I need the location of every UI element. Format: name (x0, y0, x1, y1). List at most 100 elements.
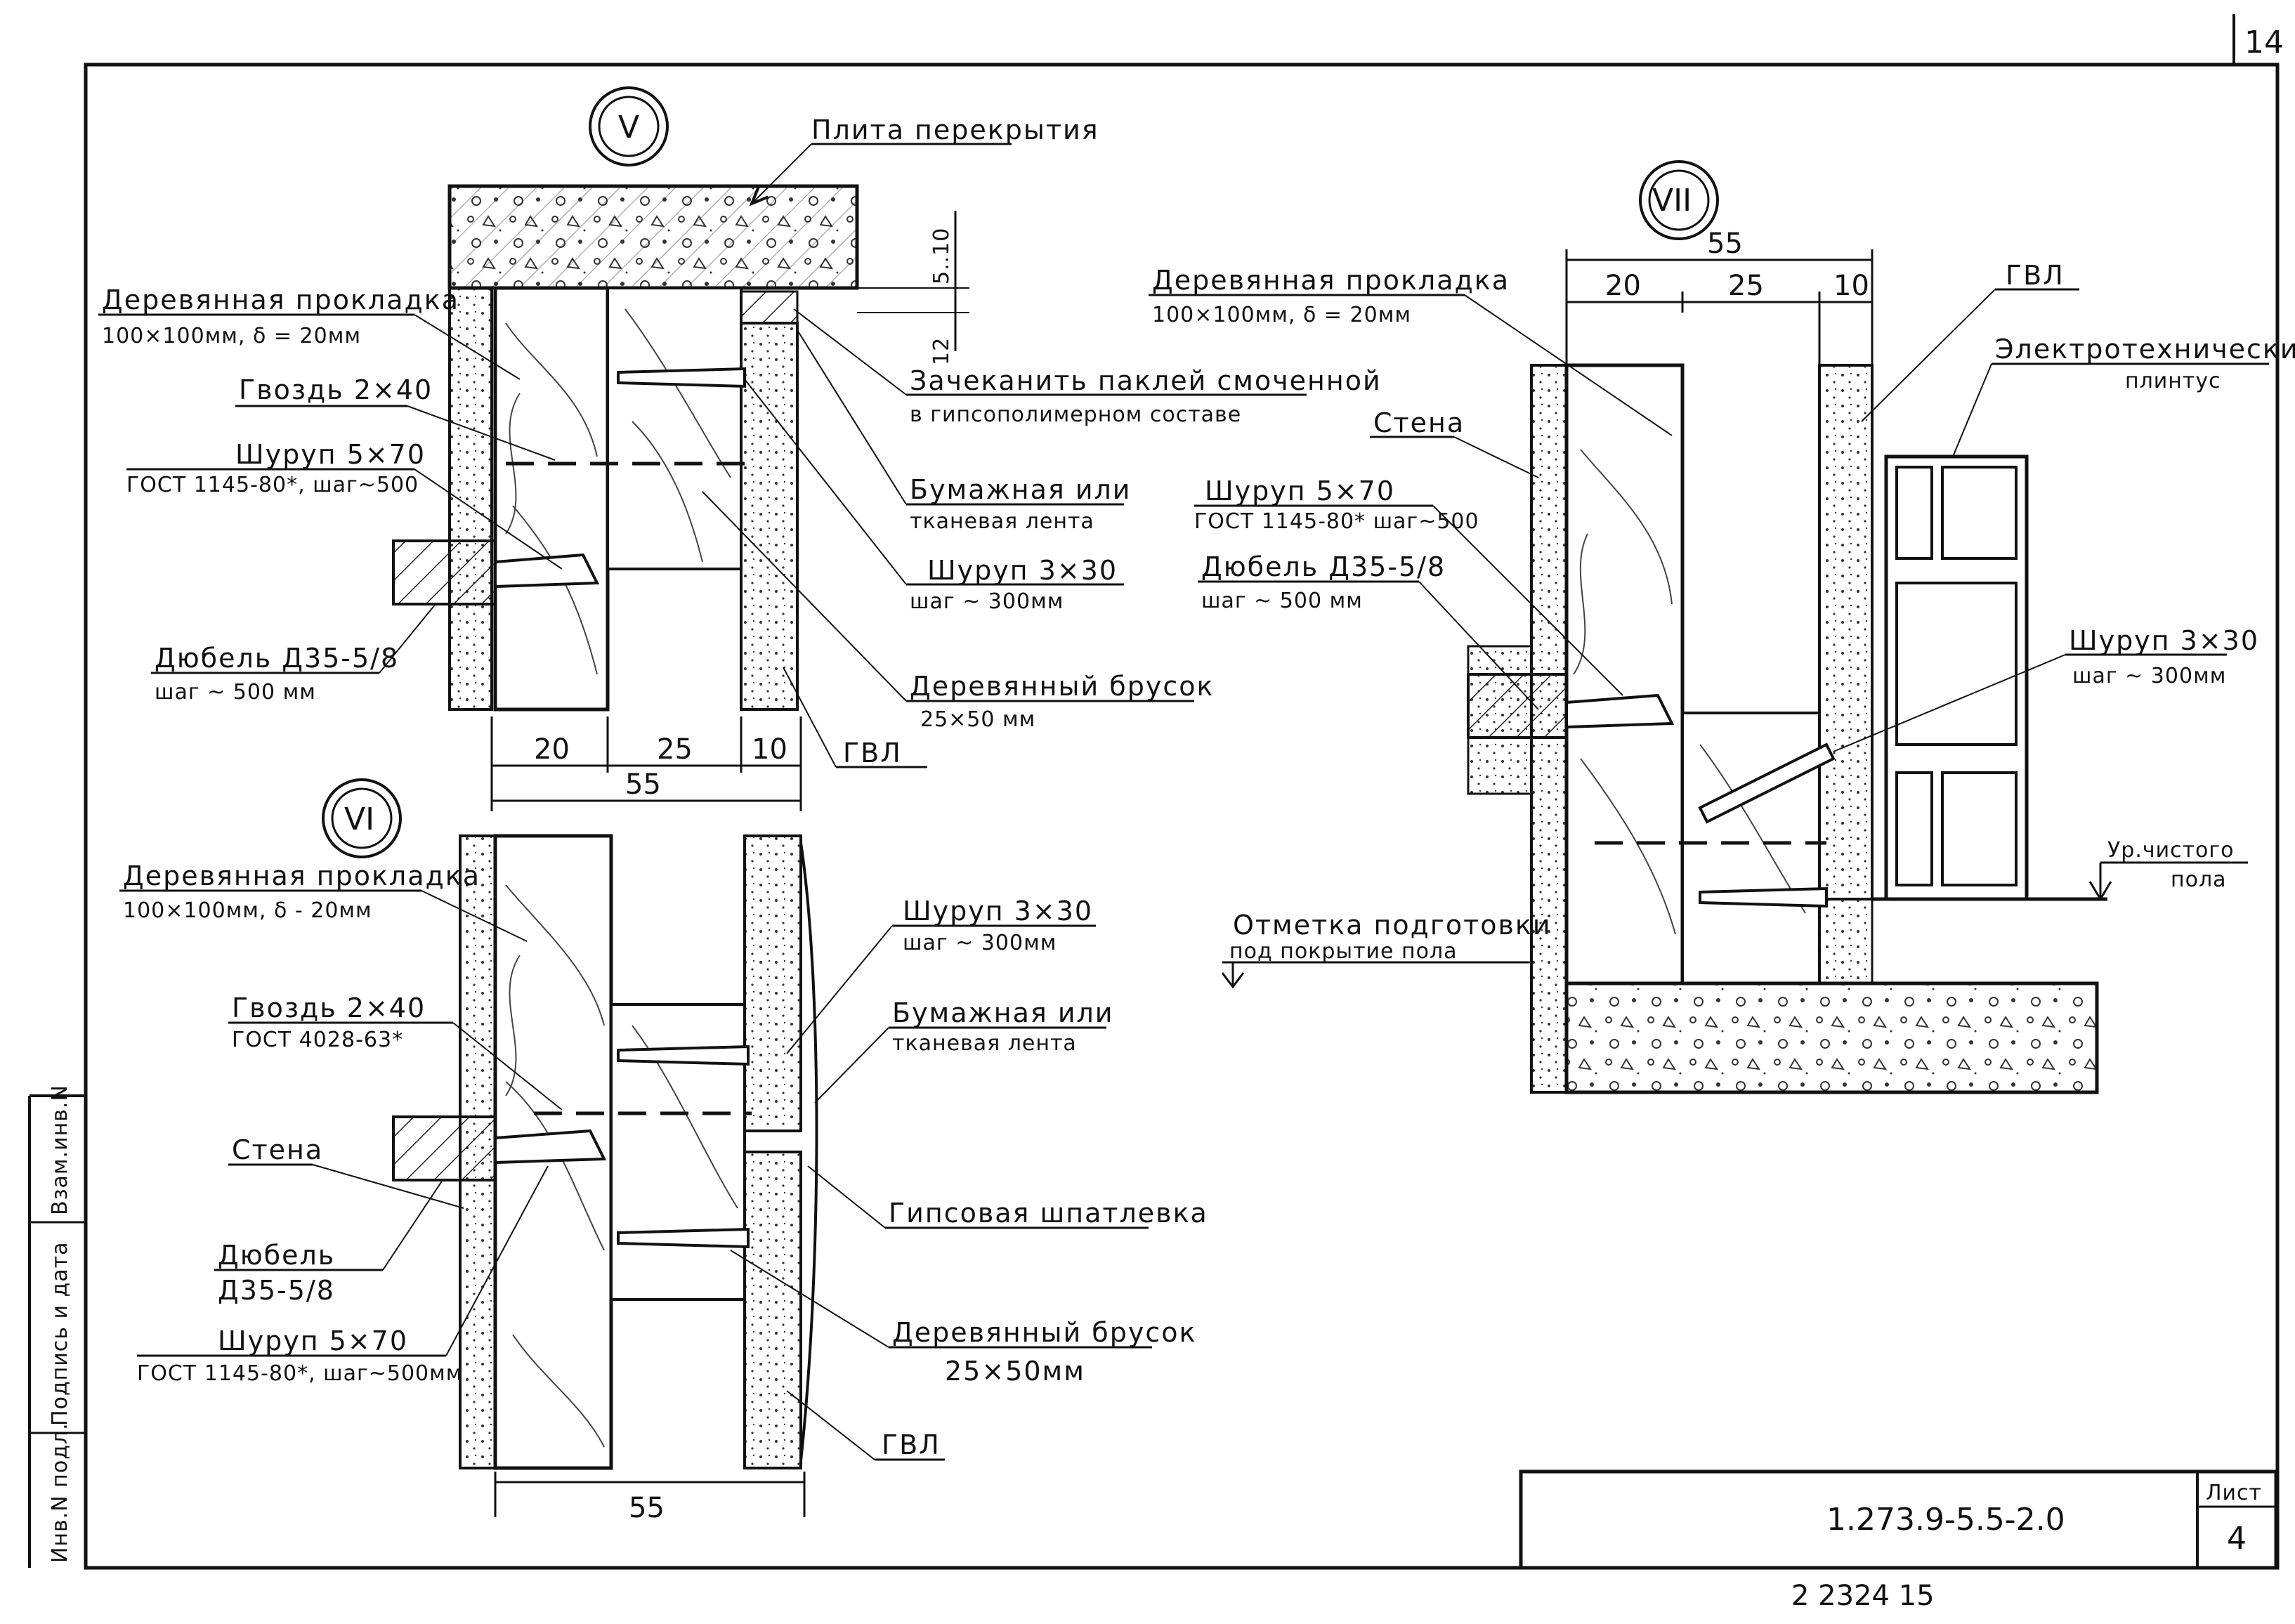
sheet-frame (84, 63, 2280, 1570)
detail-v-marker-outer (589, 86, 669, 166)
detail-vii-marker-outer (1639, 160, 1719, 240)
label-v-bar: Деревянный брусок (910, 671, 1214, 702)
gvl-gap (1818, 898, 1874, 985)
label-v-screw-big-sub: ГОСТ 1145-80*, шаг~500 (126, 473, 419, 497)
label-vii-screw-big: Шуруп 5×70 (1205, 476, 1395, 506)
label-slab: Плита перекрытия (811, 114, 1099, 145)
dim-v-gap-a: 5..10 (929, 228, 954, 284)
gvl-sheet (740, 322, 799, 711)
label-v-wood-pad-sub: 100×100мм, δ = 20мм (102, 324, 361, 348)
stamp-sheet-number: 4 (2227, 1521, 2247, 1557)
screw-small-upper (1698, 742, 1836, 824)
floor-slab (1564, 981, 2099, 1094)
detail-vii-marker-inner (1648, 169, 1710, 231)
label-v-nail: Гвоздь 2×40 (239, 374, 433, 405)
dim-vi-55: 55 (629, 1492, 665, 1524)
label-vi-screw-small-sub: шаг ~ 300мм (903, 931, 1057, 955)
label-v-gvl: ГВЛ (843, 738, 902, 768)
detail-vi-marker-inner (331, 787, 393, 849)
label-v-caulk: Зачеканить паклей смоченной (910, 365, 1382, 396)
detail-v: V 20 25 10 55 (98, 86, 1382, 811)
dowel (392, 1115, 497, 1181)
label-vii-skirting-sub: плинтус (2125, 369, 2221, 393)
detail-v-marker-inner (598, 96, 660, 157)
label-v-screw-big: Шуруп 5×70 (235, 439, 426, 470)
title-stamp: 1.273.9-5.5-2.0 Лист 4 (1519, 1469, 2278, 1570)
label-v-tape-sub: тканевая лента (910, 509, 1094, 534)
wood-pad (1564, 363, 1685, 985)
label-vi-wood-pad-sub: 100×100мм, δ - 20мм (123, 898, 372, 923)
screw-small-lower (617, 1227, 750, 1249)
screw-big (494, 553, 600, 589)
gvl-sheet-upper (743, 834, 802, 1132)
label-vii-wall: Стена (1373, 407, 1465, 438)
label-vi-screw-small: Шуруп 3×30 (903, 896, 1093, 926)
label-vii-floor-sub: пола (2171, 867, 2227, 892)
label-vii-screw-small: Шуруп 3×30 (2069, 625, 2259, 656)
label-vii-prep: Отметка подготовки (1233, 910, 1552, 941)
label-vii-prep-sub: под покрытие пола (1229, 939, 1458, 964)
screw-small (617, 367, 746, 388)
dim-vi-bottom: 55 (494, 1472, 806, 1524)
detail-v-marker-text: V (618, 110, 639, 145)
dim-v-55: 55 (625, 768, 661, 801)
dim-v-20: 20 (534, 733, 570, 766)
label-vi-nail-sub: ГОСТ 4028-63* (232, 1028, 403, 1052)
gvl-sheet (1818, 364, 1874, 901)
label-v-dowel-sub: шаг ~ 500 мм (155, 680, 316, 705)
floor-level-mark (2088, 863, 2112, 901)
wall-concrete (448, 287, 493, 711)
dim-v-gap: 5..10 12 (857, 211, 969, 365)
side-strip-text-3: Инв.N подл. (48, 1422, 72, 1563)
label-vi-dowel: Дюбель (218, 1240, 335, 1271)
label-v-caulk-sub: в гипсополимерном составе (910, 402, 1241, 427)
label-vi-nail: Гвоздь 2×40 (232, 993, 426, 1023)
label-vi-dowel-sub: Д35-5/8 (218, 1275, 335, 1306)
label-vi-bar-sub: 25×50мм (945, 1356, 1085, 1387)
label-v-screw-small-sub: шаг ~ 300мм (910, 589, 1064, 614)
prep-level-mark (1221, 962, 1245, 989)
putty-layer (799, 842, 818, 1462)
label-vi-wood-pad: Деревянная прокладка (123, 860, 480, 891)
dim-vii-55: 55 (1707, 228, 1743, 260)
screw-small-upper (617, 1045, 750, 1066)
wood-pad (493, 286, 610, 712)
label-vii-dowel-sub: шаг ~ 500 мм (1201, 589, 1363, 613)
label-vii-wood-pad-sub: 100×100мм, δ = 20мм (1152, 303, 1411, 327)
detail-vi: VI 55 Деревянная прокладка 100×100мм, δ … (119, 778, 1207, 1524)
label-v-wood-pad: Деревянная прокладка (102, 284, 459, 315)
label-v-tape: Бумажная или (910, 474, 1132, 505)
label-vii-skirting: Электротехнический (1995, 334, 2295, 365)
dim-v-25: 25 (657, 733, 693, 766)
label-vi-screw-big-sub: ГОСТ 1145-80*, шаг~500мм (137, 1361, 462, 1386)
side-strip-text-2: Подпись и дата (48, 1242, 72, 1427)
caulk (740, 290, 799, 325)
screw-big (1565, 693, 1675, 729)
dim-v-10: 10 (752, 733, 787, 766)
label-vii-screw-small-sub: шаг ~ 300мм (2072, 664, 2226, 688)
label-vi-tape: Бумажная или (892, 997, 1114, 1028)
dim-v-bottom: 20 25 10 55 (490, 716, 802, 811)
detail-vii: VII 55 20 25 10 (1149, 160, 2295, 1094)
gvl-sheet-lower (743, 1151, 802, 1469)
label-vi-bar: Деревянный брусок (892, 1317, 1196, 1348)
side-strip: Взам.инв.N Подпись и дата Инв.N подл. (28, 1085, 86, 1568)
label-v-bar-sub: 25×50 мм (920, 707, 1035, 732)
label-vi-wall: Стена (232, 1134, 323, 1165)
stamp-code: 1.273.9-5.5-2.0 (1826, 1502, 2065, 1538)
dim-v-gap-b: 12 (929, 337, 954, 365)
screw-big (494, 1129, 607, 1165)
label-vii-screw-big-sub: ГОСТ 1145-80* шаг~500 (1194, 509, 1479, 534)
label-v-screw-small: Шуруп 3×30 (927, 555, 1118, 586)
label-vi-tape-sub: тканевая лента (892, 1031, 1077, 1056)
label-vi-screw-big: Шуруп 5×70 (218, 1325, 408, 1356)
dim-vii-10: 10 (1833, 270, 1869, 302)
stamp-sheet-label: Лист (2206, 1481, 2262, 1505)
wood-bar (1681, 712, 1821, 985)
detail-vii-marker-text: VII (1652, 183, 1692, 218)
label-vii-wood-pad: Деревянная прокладка (1152, 265, 1510, 296)
bottom-numbers: 2 2324 15 (1791, 1580, 1935, 1612)
dowel (1467, 673, 1568, 739)
side-strip-text-1: Взам.инв.N (48, 1085, 72, 1215)
